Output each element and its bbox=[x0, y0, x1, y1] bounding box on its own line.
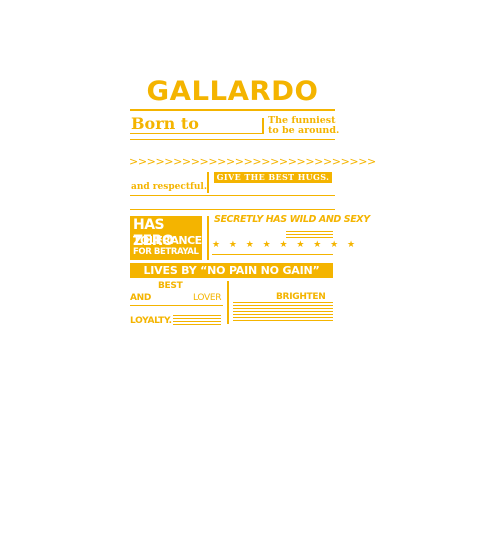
title-underline bbox=[130, 109, 335, 111]
stripe-lines bbox=[286, 231, 333, 240]
divider bbox=[207, 216, 209, 260]
funniest-line-2: to be around. bbox=[268, 125, 340, 136]
hugs-banner: GIVE THE BEST HUGS. bbox=[214, 172, 332, 183]
lives-by-banner: LIVES BY “NO PAIN NO GAIN” bbox=[130, 263, 333, 278]
stripe-lines bbox=[173, 315, 221, 325]
section-rule bbox=[130, 209, 335, 210]
funniest-line-1: The funniest bbox=[268, 115, 336, 126]
best-text: BEST bbox=[158, 281, 183, 291]
section-rule bbox=[130, 195, 335, 196]
zero-line-2: TOLERANCE bbox=[133, 234, 202, 247]
born-to-text: Born to bbox=[131, 114, 199, 133]
stars-row: ★★★★★★★★★ bbox=[212, 240, 364, 250]
divider bbox=[227, 281, 229, 324]
lover-text: LOVER bbox=[193, 293, 222, 303]
section-rule bbox=[233, 302, 333, 303]
name-title: GALLARDO bbox=[146, 76, 319, 107]
stripe-lines bbox=[233, 305, 333, 323]
section-rule bbox=[130, 305, 223, 306]
funniest-text: The funniest to be around. bbox=[268, 116, 339, 136]
secretly-text: SECRETLY HAS WILD AND SEXY bbox=[214, 214, 370, 225]
and-text: AND bbox=[130, 293, 152, 303]
zero-tolerance-block: HAS ZERO TOLERANCE FOR BETRAYAL bbox=[130, 216, 202, 260]
brighten-text: BRIGHTEN bbox=[276, 292, 326, 302]
born-underline bbox=[130, 133, 262, 134]
respectful-text: and respectful. bbox=[131, 182, 207, 192]
section-rule bbox=[212, 254, 333, 255]
zero-line-3: FOR BETRAYAL bbox=[133, 247, 199, 257]
zero-line-1: HAS ZERO bbox=[133, 217, 174, 249]
loyalty-text: LOYALTY. bbox=[130, 316, 172, 326]
divider bbox=[262, 118, 264, 134]
section-rule bbox=[130, 139, 335, 140]
chevron-row: >>>>>>>>>>>>>>>>>>>>>>>>>>>> bbox=[129, 155, 376, 168]
divider bbox=[207, 172, 209, 193]
